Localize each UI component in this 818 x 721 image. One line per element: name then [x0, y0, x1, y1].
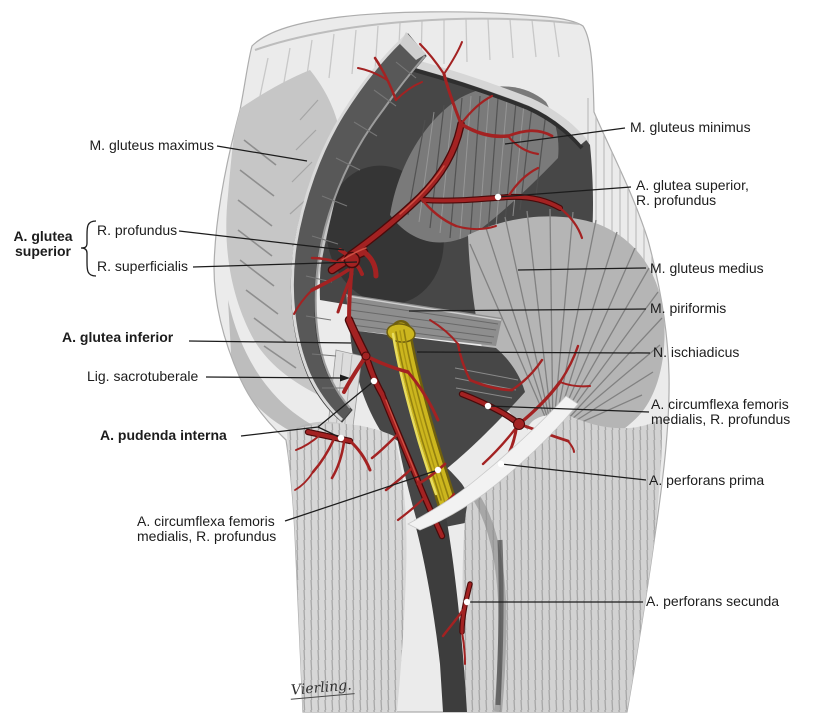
- label-ischiadicus: N. ischiadicus: [653, 344, 740, 360]
- label-pudenda-interna: A. pudenda interna: [100, 427, 227, 443]
- label-lig-sacrotuberale: Lig. sacrotuberale: [87, 368, 199, 384]
- flap-tip: [400, 32, 426, 60]
- piriformis-muscle: [346, 294, 502, 346]
- label-circumflexa-right: A. circumflexa femoris medialis, R. prof…: [651, 397, 790, 427]
- label-circumflexa-left: A. circumflexa femoris medialis, R. prof…: [137, 514, 276, 544]
- label-circumflexa-right-line2: medialis, R. profundus: [651, 411, 791, 427]
- vastus-column: [462, 414, 663, 713]
- label-perforans-secunda: A. perforans secunda: [646, 593, 780, 609]
- label-glutea-superior-line2: superior: [14, 243, 71, 259]
- tendinous-crescent: [407, 395, 579, 531]
- label-glutea-superior-profundus: A. glutea superior, R. profundus: [636, 178, 749, 208]
- label-r-superficialis: R. superficialis: [97, 258, 189, 274]
- artery-tree: [293, 41, 591, 665]
- label-r-profundus: R. profundus: [97, 222, 178, 238]
- label-glutea-superior-profundus-line2: R. profundus: [636, 192, 717, 208]
- label-glutea-superior-profundus-line1: A. glutea superior,: [636, 177, 749, 193]
- label-glutea-superior: A. glutea superior: [6, 229, 80, 259]
- hamstring-column: [287, 423, 407, 712]
- sacrotuberale-arrowhead: [340, 374, 350, 382]
- label-circumflexa-left-line1: A. circumflexa femoris: [137, 513, 275, 529]
- label-brace: [80, 220, 97, 277]
- label-circumflexa-left-line2: medialis, R. profundus: [137, 528, 277, 544]
- label-gluteus-medius: M. gluteus medius: [650, 260, 764, 276]
- leader-lines: [80, 127, 651, 606]
- label-circumflexa-right-line1: A. circumflexa femoris: [651, 396, 789, 412]
- deep-zone: [350, 330, 525, 470]
- label-gluteus-maximus: M. gluteus maximus: [89, 137, 214, 153]
- label-piriformis: M. piriformis: [650, 300, 727, 316]
- label-gluteus-minimus: M. gluteus minimus: [630, 119, 751, 135]
- label-perforans-prima: A. perforans prima: [649, 472, 765, 488]
- label-glutea-inferior: A. glutea inferior: [62, 329, 174, 345]
- gluteus-minimus-muscle: [390, 86, 559, 243]
- sciatic-nerve: [386, 320, 458, 516]
- intermuscular-cleft: [414, 512, 504, 712]
- label-glutea-superior-line1: A. glutea: [13, 228, 73, 244]
- leader-dots: [337, 193, 505, 606]
